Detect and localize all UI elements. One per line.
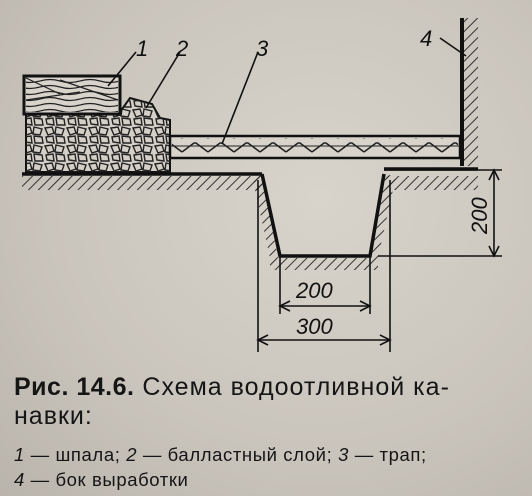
- figure-number: Рис. 14.6.: [14, 373, 135, 401]
- caption-title-part-1: Схема водоотливной ка-: [142, 373, 450, 401]
- legend-num-4: 4: [14, 469, 25, 490]
- legend-num-3: 3: [338, 444, 349, 465]
- caption-title-line-1: Рис. 14.6. Схема водоотливной ка-: [14, 373, 450, 402]
- walkway-board: [168, 134, 462, 160]
- legend-num-2: 2: [126, 444, 138, 465]
- sleeper: [22, 74, 122, 116]
- legend-line-2: 4 — бок выработки: [14, 469, 188, 491]
- drainage-ditch: [252, 173, 396, 270]
- floor-right: [384, 167, 478, 190]
- bottom-width-dimension: [278, 256, 372, 314]
- label-3: 3: [256, 36, 269, 61]
- depth-dimension: [378, 168, 502, 258]
- label-1: 1: [136, 36, 148, 61]
- ballast-layer: [25, 96, 171, 173]
- legend-line-1: 1 — шпала; 2 — балластный слой; 3 — трап…: [14, 444, 427, 466]
- mine-wall: [460, 18, 478, 166]
- label-4: 4: [420, 26, 432, 51]
- legend-text-1: — шпала;: [24, 444, 127, 465]
- top-width-label: 300: [296, 314, 333, 339]
- label-2: 2: [175, 36, 188, 61]
- leader-lines: [107, 37, 467, 145]
- floor-left: [22, 172, 262, 190]
- legend-num-1: 1: [14, 444, 25, 465]
- caption-title-part-2: навки:: [14, 402, 93, 430]
- bottom-width-label: 200: [295, 278, 333, 303]
- top-width-dimension: [256, 180, 392, 352]
- caption-title-line-2: навки:: [14, 402, 93, 431]
- legend-text-2: — балластный слой;: [137, 444, 339, 465]
- legend-text-4: — бок выработки: [24, 469, 189, 490]
- legend-text-3: — трап;: [348, 444, 427, 465]
- drainage-ditch-diagram: 1 2 3 4 200 200 300: [22, 18, 502, 352]
- depth-dimension-label: 200: [467, 197, 492, 235]
